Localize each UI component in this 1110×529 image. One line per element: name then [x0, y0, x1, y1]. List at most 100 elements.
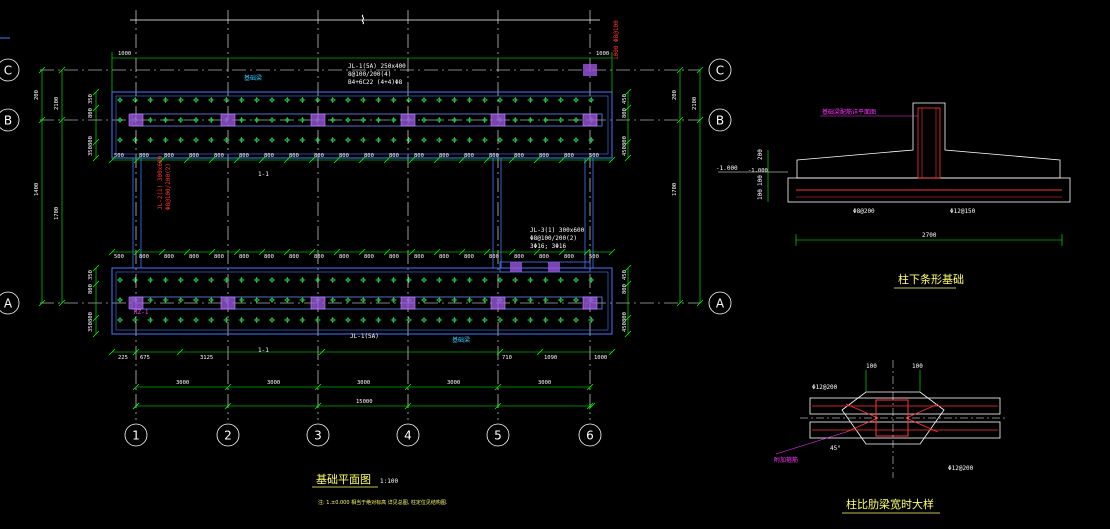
- dimension-tick: [433, 156, 441, 164]
- rebar-mark: [574, 118, 578, 122]
- rebar-mark: [543, 138, 548, 142]
- rebar-mark: [209, 98, 214, 102]
- foundation-label-top: 基础梁: [244, 74, 262, 82]
- rebar-mark: [300, 318, 305, 322]
- rebar-mark: [330, 298, 335, 302]
- dimension-tick: [624, 264, 632, 272]
- small-left-dim: 350: [88, 270, 94, 280]
- dimension-tick: [208, 156, 216, 164]
- rebar-mark: [224, 138, 229, 142]
- dimension-tick: [536, 348, 544, 356]
- rebar-mark: [528, 278, 533, 282]
- rebar-mark: [452, 138, 457, 142]
- rebar-mark: [513, 298, 518, 302]
- axis-bubble-3-circle: [306, 423, 330, 447]
- small-left-dim: 350: [88, 94, 94, 104]
- axis-bubble-left-B-label: B: [4, 114, 12, 128]
- rebar-mark: [376, 138, 381, 142]
- rebar-mark: [178, 278, 183, 282]
- rebar-mark: [528, 118, 533, 122]
- rebar-mark: [239, 118, 244, 122]
- rebar-mark: [346, 138, 350, 142]
- spacing-dim-top: 800: [439, 153, 449, 159]
- rebar-mark: [422, 138, 426, 142]
- rebar-mark: [574, 298, 578, 302]
- rebar-mark: [224, 98, 229, 102]
- rebar-mark: [376, 278, 381, 282]
- dimension-tick: [608, 156, 616, 164]
- dimension-tick: [408, 156, 416, 164]
- rebar-mark: [452, 278, 457, 282]
- axis-bubble-right-A-label: A: [716, 297, 725, 311]
- rebar-mark: [178, 318, 183, 322]
- spacing-dim-bottom: 800: [214, 254, 224, 260]
- left-vert-dim: 1400: [34, 183, 40, 196]
- section-height-dim-1: 200: [757, 149, 764, 160]
- rebar-mark: [452, 298, 457, 302]
- rebar-mark: [558, 98, 563, 102]
- axis-bubble-left-A-circle: [0, 291, 20, 315]
- rebar-mark: [346, 298, 350, 302]
- dimension-tick: [558, 156, 566, 164]
- joint-bar-bottom: Φ12@200: [948, 465, 974, 472]
- dimension-tick: [333, 156, 341, 164]
- rebar-mark: [300, 298, 305, 302]
- rebar-mark: [361, 298, 366, 302]
- bottom-partial-dim: 3125: [200, 355, 213, 361]
- dimension-tick: [358, 248, 366, 256]
- rebar-mark: [239, 298, 244, 302]
- rebar-mark: [467, 278, 472, 282]
- dimension-ticks: [38, 66, 704, 410]
- total-dim: 15000: [356, 399, 373, 405]
- dimension-tick: [92, 280, 100, 288]
- rebar-mark: [194, 298, 198, 302]
- dimension-tick: [92, 330, 100, 338]
- rebar-mark: [406, 318, 411, 322]
- rebar-mark: [543, 98, 548, 102]
- column-marker: [400, 113, 416, 127]
- rebar-mark: [194, 278, 198, 282]
- axis-bubble-right-B-label: B: [716, 114, 724, 128]
- section-rebar-note: 基础梁配筋详平面图: [822, 108, 876, 116]
- dimension-tick: [58, 299, 66, 307]
- rebar-mark: [178, 298, 183, 302]
- rebar-mark: [422, 118, 426, 122]
- section-mark-top: 1-1: [258, 171, 269, 178]
- rebar-mark: [482, 138, 487, 142]
- rebar-mark: [498, 278, 502, 282]
- small-right-dim: 450: [622, 270, 628, 280]
- joint-detail-title: 柱比肋梁宽时大样: [846, 497, 934, 511]
- spacing-dim-bottom: 800: [489, 254, 499, 260]
- plan-scale: 1:100: [380, 478, 398, 485]
- rebar-mark: [209, 318, 214, 322]
- rebar-mark: [133, 278, 138, 282]
- bay-dim-2: 3000: [267, 380, 280, 386]
- rebar-mark: [148, 118, 153, 122]
- dimension-tick: [586, 402, 594, 410]
- rebar-mark: [300, 278, 305, 282]
- dimension-tick: [314, 383, 322, 391]
- bay-dim-5: 3000: [538, 380, 551, 386]
- spacing-dim-top: 500: [589, 153, 599, 159]
- rebar-mark: [513, 138, 518, 142]
- foundation-label-bottom: 基础梁: [452, 336, 470, 344]
- rebar-mark: [148, 298, 153, 302]
- column-marker: [582, 296, 598, 310]
- dimension-tick: [624, 154, 632, 162]
- dimension-tick: [183, 248, 191, 256]
- top-dim-left: 1000: [118, 51, 131, 57]
- dimension-tick: [133, 156, 141, 164]
- rebar-mark: [148, 138, 153, 142]
- right-vert-dim: 200: [672, 90, 678, 100]
- rebar-mark: [391, 318, 396, 322]
- rebar-mark: [330, 318, 335, 322]
- spacing-dim-top: 800: [239, 153, 249, 159]
- dimension-tick: [458, 156, 466, 164]
- strip-top-label-3: B4+6C22 (4+4)Φ8: [348, 79, 403, 86]
- rebar-mark: [209, 298, 214, 302]
- rebar-mark: [148, 318, 153, 322]
- column-marker: [128, 113, 144, 127]
- rebar-mark: [270, 98, 274, 102]
- rebar-mark: [376, 98, 381, 102]
